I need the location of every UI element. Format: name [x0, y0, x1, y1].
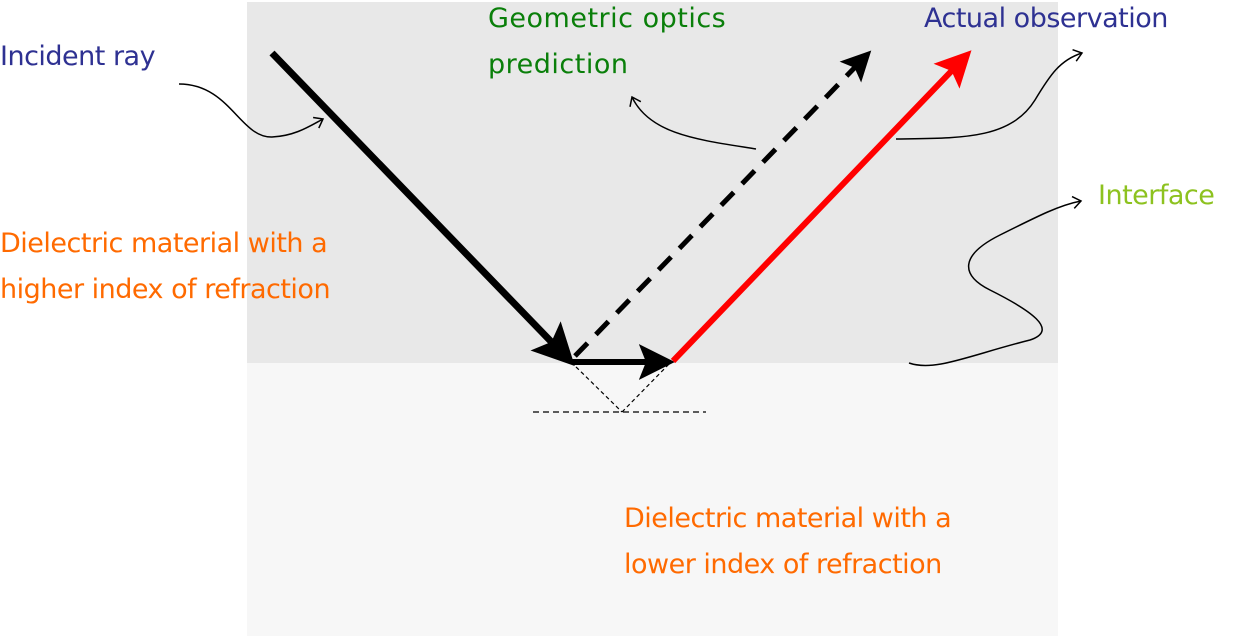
geometric-prediction-label: Geometric optics prediction — [488, 0, 726, 88]
geometric-prediction-leader-arrow — [629, 95, 757, 150]
lower-index-label-line-1: Dielectric material with a — [624, 503, 952, 534]
virtual-path-left — [570, 361, 623, 413]
interface-label-text: Interface — [1098, 180, 1215, 211]
virtual-path-right — [621, 361, 672, 413]
incident-ray-label-text: Incident ray — [0, 41, 156, 72]
interface-leader-arrow — [908, 195, 1083, 367]
actual-observation-leader-arrow — [895, 49, 1084, 140]
higher-index-label-line-1: Dielectric material with a — [0, 228, 328, 259]
incident-ray-label: Incident ray — [0, 34, 156, 80]
lower-index-medium-region — [247, 363, 1058, 636]
actual-reflected-ray-arrow — [670, 50, 972, 364]
lower-index-label-line-2: lower index of refraction — [624, 549, 942, 580]
geometric-prediction-arrow — [573, 50, 872, 358]
geometric-prediction-label-line-1: Geometric optics — [488, 3, 727, 34]
interface-label: Interface — [1098, 173, 1215, 219]
actual-observation-label-text: Actual observation — [924, 3, 1168, 34]
lower-index-medium-label: Dielectric material with a lower index o… — [624, 496, 952, 588]
incident-ray-leader-arrow — [178, 83, 325, 138]
higher-index-medium-label: Dielectric material with a higher index … — [0, 221, 331, 313]
higher-index-label-line-2: higher index of refraction — [0, 274, 331, 305]
actual-observation-label: Actual observation — [924, 0, 1168, 42]
incident-ray-arrow — [269, 50, 575, 367]
geometric-prediction-label-line-2: prediction — [488, 49, 629, 80]
higher-index-medium-region — [247, 2, 1058, 363]
